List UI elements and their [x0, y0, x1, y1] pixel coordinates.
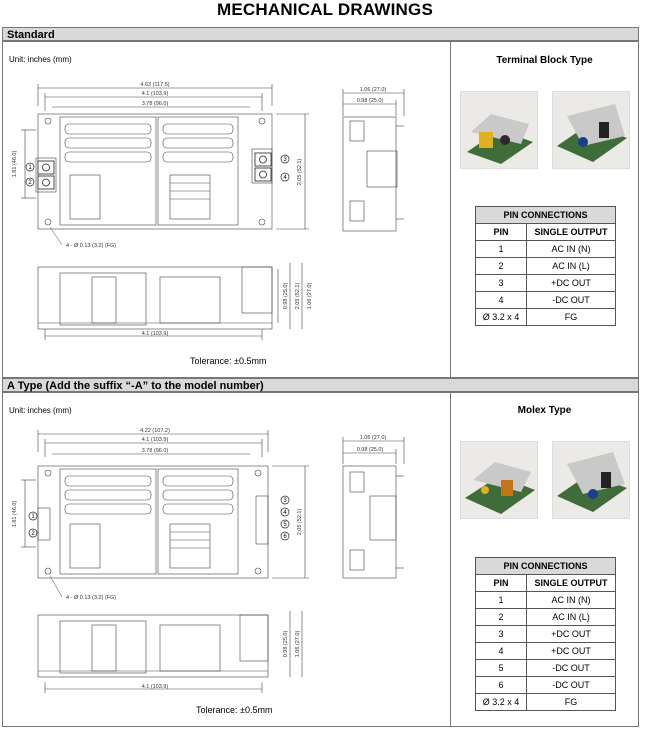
col-header-pin: PIN [475, 223, 527, 241]
product-photo-1 [460, 441, 538, 519]
pin-label-4: 4 [283, 510, 287, 516]
standard-drawing: 1 2 3 4 4.63 (117.5) 4.1 (103.9) 3.78 (9… [12, 82, 405, 340]
dim-bottom-h2: 2.05 (52.1) [295, 283, 301, 310]
page-title: MECHANICAL DRAWINGS [217, 0, 433, 19]
dim-side-width-1: 1.06 (27.0) [360, 87, 387, 93]
section-header-atype: A Type (Add the suffix “-A” to the model… [2, 378, 639, 392]
pin-label-4: 4 [283, 175, 287, 181]
section-header-standard: Standard [2, 27, 639, 41]
col-header-output: SINGLE OUTPUT [526, 574, 616, 592]
table-title: PIN CONNECTIONS [475, 206, 616, 224]
hole-note: 4 - Ø 0.13 (3.2) (FG) [66, 243, 116, 249]
dim-side-width-1: 1.06 (27.0) [360, 435, 387, 441]
table-row: 4-DC OUT [475, 291, 616, 309]
dim-inner-width: 3.78 (96.0) [142, 101, 169, 107]
col-header-pin: PIN [475, 574, 527, 592]
dim-bottom-h1: 0.98 (25.0) [283, 631, 289, 658]
standard-info-panel [450, 41, 639, 378]
dim-left-height: 1.81 (46.0) [12, 501, 18, 528]
dim-hole-width: 4.1 (103.9) [142, 91, 169, 97]
dim-bottom-width: 4.1 (103.9) [142, 331, 169, 337]
pin-label-6: 6 [283, 534, 287, 540]
dim-side-width-2: 0.98 (25.0) [357, 447, 384, 453]
table-row: 3+DC OUT [475, 274, 616, 292]
dim-inner-width: 3.78 (96.0) [142, 448, 169, 454]
pin-label-5: 5 [283, 522, 287, 528]
hole-note: 4 - Ø 0.13 (3.2) (FG) [66, 595, 116, 601]
table-row: 6-DC OUT [475, 676, 616, 694]
col-header-output: SINGLE OUTPUT [526, 223, 616, 241]
pin-label-1: 1 [31, 514, 35, 520]
unit-label: Unit: inches (mm) [9, 55, 72, 64]
pin-label-2: 2 [28, 180, 32, 186]
table-row: 5-DC OUT [475, 659, 616, 677]
dim-overall-width: 4.63 (117.5) [140, 82, 169, 88]
pin-label-3: 3 [283, 157, 287, 163]
dim-bottom-h1: 0.98 (25.0) [283, 283, 289, 310]
product-photo-2 [552, 441, 630, 519]
dim-overall-width: 4.22 (107.2) [140, 428, 170, 434]
dim-bottom-width: 4.1 (103.9) [142, 684, 169, 690]
pin-label-3: 3 [283, 498, 287, 504]
dim-bottom-h3: 1.06 (27.0) [307, 283, 313, 310]
table-title: PIN CONNECTIONS [475, 557, 616, 575]
atype-info-panel [450, 392, 639, 727]
product-photo-2 [552, 91, 630, 169]
type-title: Terminal Block Type [496, 55, 593, 66]
type-title: Molex Type [517, 405, 572, 416]
product-photo-1 [460, 91, 538, 169]
dim-left-height: 1.81 (46.0) [12, 151, 18, 178]
table-row: 3+DC OUT [475, 625, 616, 643]
atype-drawing: 1 2 3 4 5 6 4.22 (107.2) 4.1 (103.9) 3.7… [12, 428, 405, 693]
table-row: 4+DC OUT [475, 642, 616, 660]
dim-right-height: 2.05 (52.1) [297, 159, 303, 186]
dim-side-width-2: 0.98 (25.0) [357, 98, 384, 104]
dim-bottom-h3: 1.06 (27.0) [295, 631, 301, 658]
tolerance-label: Tolerance: ±0.5mm [190, 356, 267, 366]
tolerance-label: Tolerance: ±0.5mm [196, 705, 273, 715]
pin-label-2: 2 [31, 531, 35, 537]
dim-right-height: 2.05 (52.1) [297, 509, 303, 536]
dim-hole-width: 4.1 (103.9) [142, 437, 169, 443]
unit-label: Unit: inches (mm) [9, 406, 72, 415]
pin-label-1: 1 [28, 165, 32, 171]
